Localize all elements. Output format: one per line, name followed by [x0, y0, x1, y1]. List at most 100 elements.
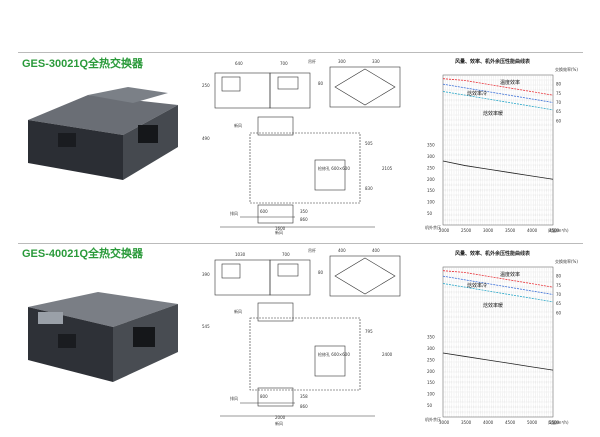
dim-2105: 2105	[382, 166, 393, 171]
dim-505: 505	[365, 141, 373, 146]
y-tick-right: 60	[556, 118, 562, 123]
y-tick-left: 200	[427, 369, 435, 374]
y-tick-left: 50	[427, 211, 433, 216]
dim-700-b: 700	[282, 252, 290, 257]
y-tick-left: 300	[427, 346, 435, 351]
product-image-2	[28, 292, 178, 382]
label-fresh-out-2: 新风	[275, 420, 283, 426]
y-tick-left: 350	[427, 143, 435, 148]
series-line-3	[442, 352, 554, 371]
x-tick: 2000	[439, 228, 450, 233]
dim-545: 545	[202, 324, 210, 329]
dim-1030: 1030	[235, 252, 246, 257]
series-line-3	[442, 160, 554, 180]
model-title-2: GES-40021Q全热交换器	[22, 248, 144, 260]
curve-label-1: 焓效率冷	[467, 282, 487, 289]
hanger-note: 吊杆	[308, 58, 316, 64]
dim-350: 350	[300, 209, 308, 214]
dim-2000: 2000	[275, 415, 286, 420]
series-line-2	[442, 283, 554, 303]
x-tick: 4000	[483, 420, 494, 425]
y-tick-left: 250	[427, 165, 435, 170]
x-tick: 5000	[527, 420, 538, 425]
label-fresh-in-2: 新风	[234, 308, 242, 314]
x-tick: 5500	[549, 420, 560, 425]
x-axis-label: 风量(m³/h)	[548, 419, 569, 425]
x-tick: 4500	[505, 420, 516, 425]
dim-640: 640	[235, 61, 243, 66]
dim-795: 795	[365, 329, 373, 334]
chart-title-2: 风量、效率、机外余压性能曲线表	[455, 251, 531, 257]
label-exhaust: 排风	[230, 210, 238, 216]
y-tick-right: 80	[556, 82, 562, 87]
x-tick: 3500	[505, 228, 516, 233]
y-right-label: 交换效率(%)	[555, 66, 578, 72]
y-left-label: 机外余压	[425, 224, 441, 230]
y-tick-left: 150	[427, 380, 435, 385]
y-tick-right: 75	[556, 283, 562, 288]
dim-390: 390	[202, 272, 210, 277]
y-right-label: 交换效率(%)	[555, 258, 578, 264]
chart-title-1: 风量、效率、机外余压性能曲线表	[455, 59, 531, 65]
dim-80-b: 80	[318, 270, 324, 275]
y-tick-right: 65	[556, 301, 562, 306]
y-tick-right: 60	[556, 310, 562, 315]
dim-250: 250	[202, 83, 210, 88]
x-axis-label: 风量(m³/h)	[548, 227, 569, 233]
dim-2400: 2400	[382, 352, 393, 357]
dim-830: 830	[365, 186, 373, 191]
y-left-label: 机外余压	[425, 416, 441, 422]
series-line-0	[442, 78, 554, 96]
dim-300: 300	[338, 59, 346, 64]
x-tick: 2500	[461, 228, 472, 233]
dim-700: 700	[280, 61, 288, 66]
engineering-drawing-2: 1030 700 400 400 吊杆 390 80 新风 排风 新风 545 …	[202, 248, 401, 426]
x-tick: 4000	[527, 228, 538, 233]
y-tick-right: 80	[556, 274, 562, 279]
divider-middle	[18, 243, 583, 244]
y-tick-right: 70	[556, 292, 562, 297]
x-tick: 3000	[439, 420, 450, 425]
dim-860-b: 860	[300, 404, 308, 409]
engineering-drawing-1: 640 700 300 330 吊杆 250 80 新风 排风 新风 490 6…	[202, 58, 401, 235]
hanger-note-2: 吊杆	[308, 248, 316, 253]
y-tick-left: 200	[427, 177, 435, 182]
y-tick-right: 65	[556, 109, 562, 114]
y-tick-left: 250	[427, 357, 435, 362]
curve-label-0: 温度效率	[500, 271, 520, 278]
series-line-1	[442, 275, 554, 295]
y-tick-left: 100	[427, 200, 435, 205]
y-tick-left: 350	[427, 335, 435, 340]
curve-label-2: 焓效率暖	[483, 110, 503, 117]
label-fresh-in: 新风	[234, 122, 242, 128]
dim-860: 860	[300, 217, 308, 222]
curve-label-0: 温度效率	[500, 79, 520, 86]
y-tick-left: 50	[427, 403, 433, 408]
dim-600: 600	[260, 209, 268, 214]
y-tick-left: 100	[427, 392, 435, 397]
y-tick-right: 70	[556, 100, 562, 105]
x-tick: 3000	[483, 228, 494, 233]
maint-box-2: 检修孔 600×600	[318, 351, 350, 357]
y-tick-left: 300	[427, 154, 435, 159]
dim-80: 80	[318, 81, 324, 86]
model-title-1: GES-30021Q全热交换器	[22, 58, 144, 70]
divider-top	[18, 52, 583, 53]
curve-label-1: 焓效率冷	[467, 90, 487, 97]
dim-358: 358	[300, 394, 308, 399]
curve-label-2: 焓效率暖	[483, 302, 503, 309]
series-line-2	[442, 91, 554, 111]
dim-490: 490	[202, 136, 210, 141]
dim-1600: 1600	[275, 226, 286, 231]
x-tick: 3500	[461, 420, 472, 425]
dim-330: 330	[372, 59, 380, 64]
dim-800: 800	[260, 394, 268, 399]
label-fresh-out: 新风	[275, 229, 283, 235]
y-tick-right: 75	[556, 91, 562, 96]
y-tick-left: 150	[427, 188, 435, 193]
x-tick: 4500	[549, 228, 560, 233]
dim-400-a: 400	[338, 248, 346, 253]
label-exhaust-2: 排风	[230, 395, 238, 401]
